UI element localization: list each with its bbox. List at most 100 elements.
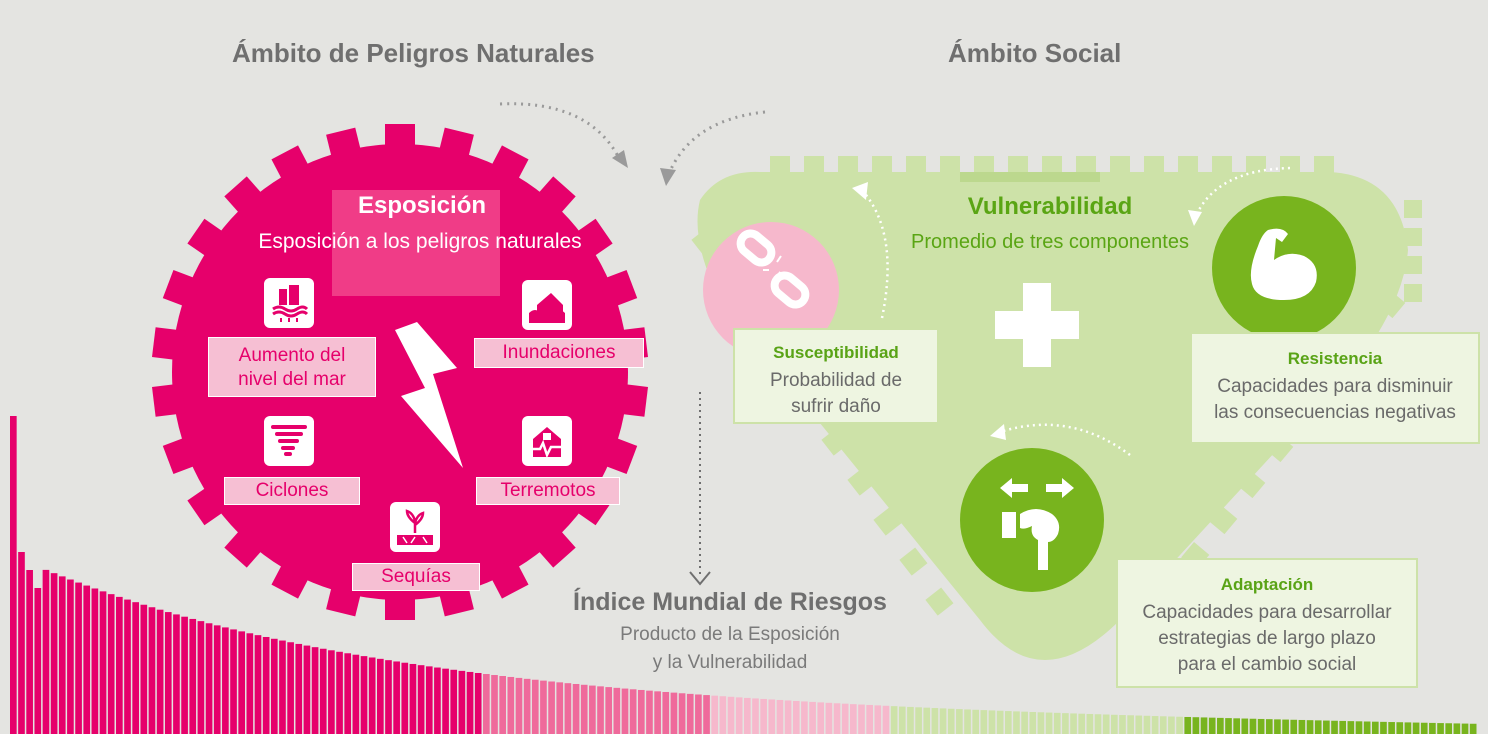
decorative-bar (230, 629, 237, 734)
decorative-bar (1323, 720, 1330, 734)
broken-chain-icon (736, 229, 810, 309)
decorative-bar (1396, 722, 1404, 734)
hazards-domain-title: Ámbito de Peligros Naturales (232, 38, 595, 68)
decorative-bar (1143, 715, 1151, 734)
vulnerability-title: Vulnerabilidad (967, 193, 1133, 220)
decorative-bar (1225, 718, 1232, 734)
drought-icon (390, 502, 440, 552)
decorative-bar (1331, 720, 1338, 734)
decorative-bar (1380, 721, 1387, 734)
decorative-bar (515, 677, 523, 734)
decorative-bar (613, 687, 621, 734)
decorative-bar (26, 570, 33, 734)
decorative-bar (393, 661, 400, 734)
decorative-bar (1453, 723, 1461, 734)
decorative-bar (752, 698, 759, 734)
decorative-bar (458, 670, 466, 734)
decorative-bar (442, 668, 449, 734)
decorative-bar (352, 654, 360, 734)
decorative-bar (1013, 711, 1020, 734)
decorative-bar (1037, 712, 1045, 734)
decorative-bar (156, 609, 164, 734)
vulnerability-subtitle: Promedio de tres componentes (911, 231, 1189, 253)
vulnerability-title-band (960, 172, 1100, 182)
decorative-bar (1208, 717, 1216, 734)
adaptation-title: Adaptación (1220, 575, 1314, 594)
decorative-bar (735, 697, 743, 734)
decorative-bar (1371, 721, 1379, 734)
sea-level-icon (264, 278, 314, 328)
decorative-bar (1347, 721, 1355, 734)
decorative-bar (1257, 718, 1265, 734)
decorative-bar (18, 552, 25, 734)
decorative-bar (760, 698, 767, 734)
decorative-bar (654, 691, 661, 734)
decorative-bar (1176, 716, 1183, 734)
exposure-title: Esposición (357, 192, 487, 219)
lightning-icon (395, 322, 463, 468)
decorative-bar (83, 585, 91, 734)
decorative-bar (996, 710, 1004, 734)
decorative-bar (181, 616, 188, 734)
decorative-bar (1045, 712, 1053, 734)
decorative-bar (303, 645, 311, 734)
hand-arrows-icon (1000, 478, 1074, 570)
decorative-bar (572, 683, 580, 734)
decorative-bar (589, 685, 596, 734)
decorative-bar (238, 631, 246, 734)
plus-icon (995, 283, 1079, 367)
decorative-bar (548, 681, 555, 734)
decorative-bar (1200, 717, 1208, 734)
decorative-bar (1004, 711, 1012, 734)
decorative-bar (629, 689, 637, 734)
decorative-bar (1282, 719, 1289, 734)
decorative-bar (1151, 716, 1159, 734)
decorative-bar (947, 708, 955, 734)
floods-label: Inundaciones (474, 338, 644, 368)
decorative-bar (132, 602, 139, 734)
decorative-bar (1274, 719, 1281, 734)
decorative-bar (246, 633, 254, 734)
decorative-bar (866, 704, 873, 734)
decorative-bar (222, 627, 229, 734)
decorative-bar (1070, 713, 1077, 734)
decorative-bar (91, 588, 99, 734)
decorative-bar (1469, 723, 1477, 734)
decorative-bar (360, 656, 368, 734)
decorative-bar (1265, 719, 1273, 734)
earthquake-icon (522, 416, 572, 466)
index-line2: y la Vulnerabilidad (652, 652, 808, 673)
decorative-bar (67, 579, 74, 734)
index-line1: Producto de la Esposición (620, 624, 840, 645)
decorative-bar (1461, 723, 1469, 734)
decorative-bar (825, 702, 833, 734)
decorative-bar (1298, 719, 1306, 734)
decorative-bar (140, 604, 148, 734)
decorative-bar (1192, 717, 1200, 734)
decorative-bar (1412, 722, 1420, 734)
decorative-bar (328, 650, 335, 734)
decorative-bar (972, 709, 980, 734)
decorative-bar (425, 666, 433, 734)
decorative-bar (776, 699, 784, 734)
resistance-box: Resistencia Capacidades para disminuir l… (1190, 332, 1480, 444)
decorative-bar (678, 693, 686, 734)
decorative-bar (1233, 718, 1240, 734)
decorative-bar (792, 700, 800, 734)
susceptibility-box: Susceptibilidad Probabilidad de sufrir d… (733, 328, 939, 424)
decorative-bar (768, 699, 776, 734)
decorative-bar (213, 625, 221, 734)
decorative-bar (1355, 721, 1363, 734)
earthquakes-label: Terremotos (476, 477, 620, 505)
decorative-bar (295, 643, 303, 734)
decorative-bar (1029, 711, 1037, 734)
decorative-bar (124, 599, 131, 734)
decorative-bar (1094, 714, 1102, 734)
decorative-bar (50, 573, 58, 734)
decorative-bar (703, 695, 710, 734)
decorative-bar (434, 667, 441, 734)
decorative-bar (1363, 721, 1371, 734)
decorative-bar (42, 569, 50, 734)
decorative-bar (1102, 714, 1110, 734)
decorative-bar (662, 691, 670, 734)
